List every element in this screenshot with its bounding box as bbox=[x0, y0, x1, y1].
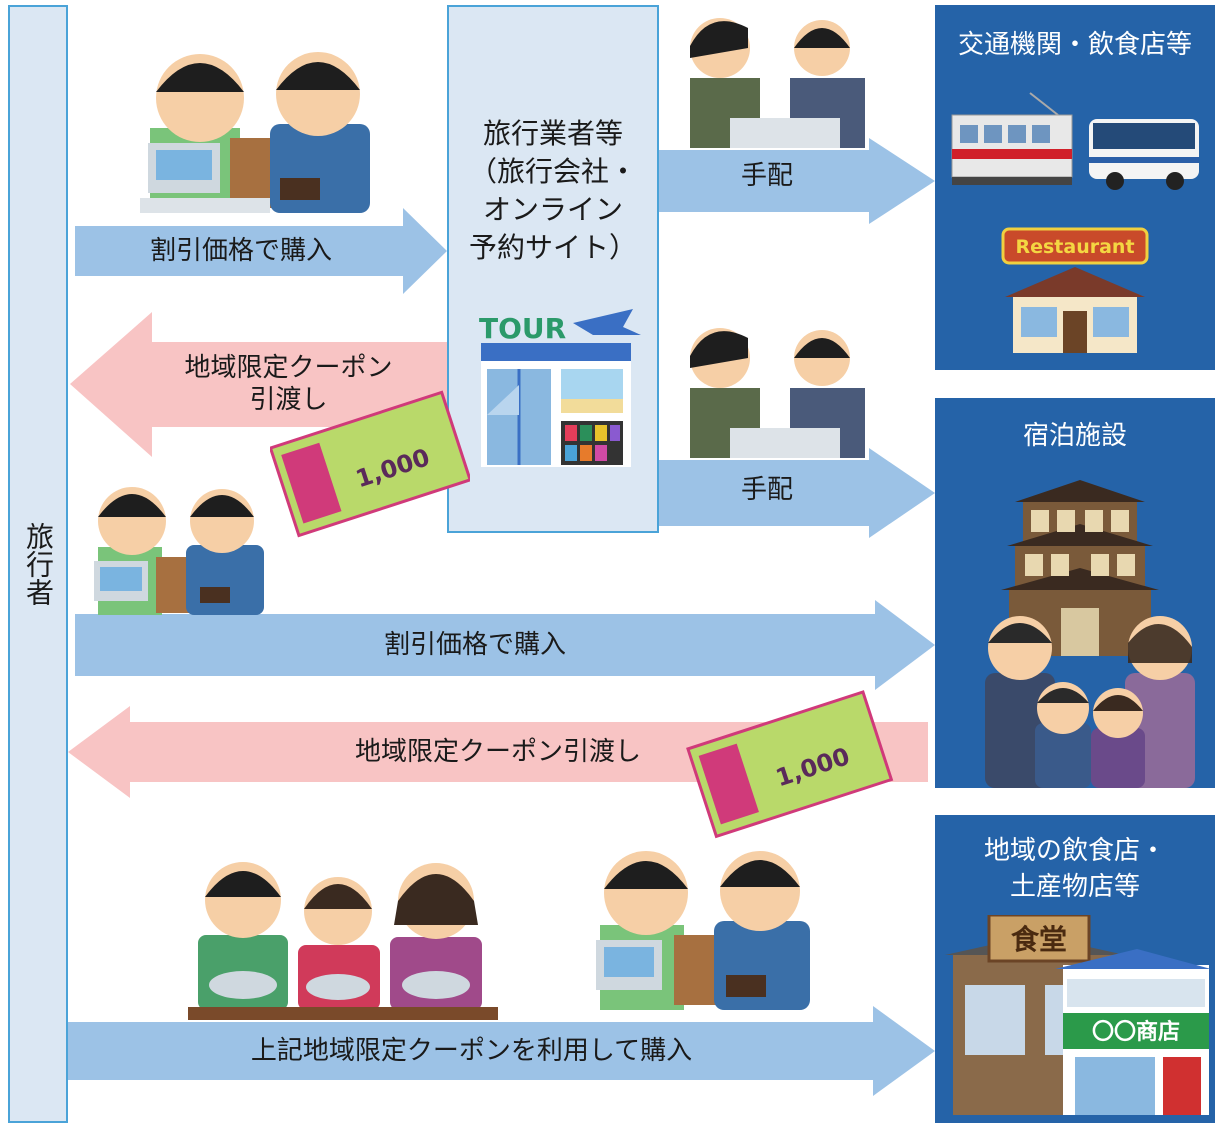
local-title: 地域の飲食店・ 土産物店等 bbox=[983, 836, 1166, 902]
arrow-use-coupon-label: 上記地域限定クーポンを利用して購入 bbox=[250, 1036, 693, 1066]
transport-title: 交通機関・飲食店等 bbox=[957, 30, 1192, 60]
agency-column: 旅行業者等 （旅行会社・ オンライン 予約サイト） TOUR bbox=[447, 5, 659, 533]
agency-staff-illustration-top bbox=[690, 18, 865, 148]
inn-building-illustration bbox=[1001, 480, 1159, 656]
arrow-buy-agency-label: 割引価格で購入 bbox=[149, 236, 332, 266]
arrow-buy-lodging-label: 割引価格で購入 bbox=[383, 630, 566, 660]
arrow-buy-agency: 割引価格で購入 bbox=[75, 208, 447, 294]
purchase-counter-illustration-top bbox=[140, 52, 370, 213]
svg-text:TOUR: TOUR bbox=[479, 312, 566, 345]
traveler-column: 旅行者 bbox=[8, 5, 68, 1123]
tour-shop-illustration: TOUR bbox=[479, 309, 641, 467]
train-icon bbox=[951, 92, 1073, 185]
coupon-ticket-2: 1,000 bbox=[686, 690, 894, 839]
restaurant-icon: Restaurant bbox=[1001, 227, 1149, 353]
arrow-coupon-lodging-label: 地域限定クーポン引渡し bbox=[354, 737, 641, 767]
agency-staff-illustration-mid bbox=[690, 328, 865, 458]
svg-text:Restaurant: Restaurant bbox=[1015, 236, 1134, 258]
arrow-use-coupon: 上記地域限定クーポンを利用して購入 bbox=[68, 1006, 935, 1096]
svg-text:〇〇商店: 〇〇商店 bbox=[1092, 1019, 1180, 1045]
eating-family-illustration bbox=[188, 862, 498, 1020]
purchase-counter-illustration-mid bbox=[94, 487, 264, 615]
lodging-title: 宿泊施設 bbox=[1022, 421, 1127, 451]
lodging-box: 宿泊施設 bbox=[935, 398, 1215, 788]
arrow-coupon-agency-label: 地域限定クーポン 引渡し bbox=[184, 353, 393, 415]
arrow-arrange-transport: 手配 bbox=[659, 138, 935, 224]
family-illustration bbox=[985, 616, 1195, 788]
svg-text:食堂: 食堂 bbox=[1011, 923, 1067, 956]
arrow-arrange-transport-label: 手配 bbox=[740, 161, 793, 191]
agency-label: 旅行業者等 （旅行会社・ オンライン 予約サイト） bbox=[468, 117, 637, 264]
bus-icon bbox=[1089, 119, 1199, 190]
traveler-label: 旅行者 bbox=[22, 522, 55, 606]
arrow-buy-lodging: 割引価格で購入 bbox=[75, 600, 935, 690]
arrow-arrange-lodging-label: 手配 bbox=[740, 475, 793, 505]
shops-illustration: 食堂 〇〇商店 bbox=[945, 915, 1211, 1115]
purchase-counter-illustration-bottom bbox=[596, 851, 810, 1010]
arrow-arrange-lodging: 手配 bbox=[659, 448, 935, 538]
local-shops-box: 地域の飲食店・ 土産物店等 食堂 〇〇商店 bbox=[935, 815, 1215, 1123]
coupon-ticket-1: 1,000 bbox=[270, 390, 470, 538]
transport-box: 交通機関・飲食店等 Restaurant bbox=[935, 5, 1215, 370]
